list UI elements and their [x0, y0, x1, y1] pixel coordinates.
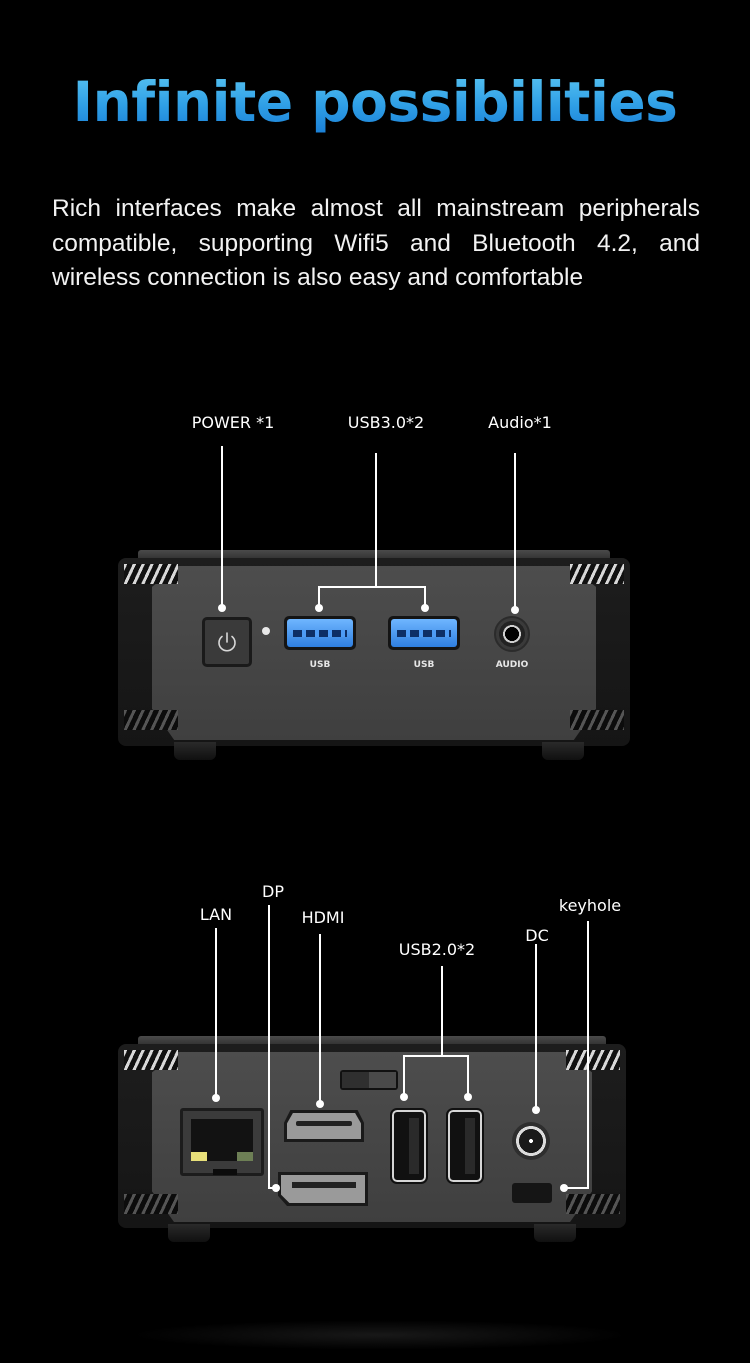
mini-pc-rear	[118, 1036, 626, 1242]
foot-right	[542, 742, 584, 760]
leader-keyhole-branch	[563, 1187, 589, 1189]
leader-dot-usb3-a	[315, 604, 323, 612]
dc-jack-icon	[512, 1122, 550, 1160]
vent-top-right	[566, 1050, 620, 1070]
leader-dot-dc	[532, 1106, 540, 1114]
usb2-port-1	[390, 1108, 428, 1184]
mini-pc-front: USB USB AUDIO	[118, 550, 630, 760]
callout-keyhole: keyhole	[558, 896, 622, 915]
audio-jack-icon	[494, 616, 530, 652]
power-led-icon	[262, 627, 270, 635]
leader-dot-usb2-b	[464, 1093, 472, 1101]
leader-audio	[514, 453, 516, 610]
page-title: Infinite possibilities	[0, 70, 750, 134]
vent-bottom-left	[124, 1194, 178, 1214]
keyhole-icon	[512, 1183, 552, 1203]
foot-left	[174, 742, 216, 760]
leader-dot-audio	[511, 606, 519, 614]
switch-icon	[340, 1070, 398, 1090]
leader-usb3-a	[318, 586, 320, 606]
port-label-usb-2: USB	[413, 660, 435, 670]
vent-bottom-left	[124, 710, 178, 730]
leader-usb3	[375, 453, 377, 588]
leader-dot-dp	[272, 1184, 280, 1192]
leader-usb3-b	[424, 586, 426, 606]
callout-power: POWER *1	[191, 413, 275, 432]
usb3-port-2	[388, 616, 460, 650]
feature-description: Rich interfaces make almost all mainstre…	[52, 195, 700, 291]
leader-dot-power	[218, 604, 226, 612]
leader-lan	[215, 928, 217, 1096]
callout-audio: Audio*1	[488, 413, 552, 432]
displayport-icon	[278, 1172, 368, 1206]
callout-dp: DP	[262, 882, 284, 901]
leader-usb2-a	[403, 1055, 405, 1097]
callout-dc: DC	[525, 926, 549, 945]
callout-usb3: USB3.0*2	[347, 413, 425, 432]
port-label-usb-1: USB	[309, 660, 331, 670]
leader-hdmi	[319, 934, 321, 1104]
leader-dot-hdmi	[316, 1100, 324, 1108]
power-icon	[218, 632, 236, 652]
leader-dc	[535, 944, 537, 1110]
leader-dot-usb2-a	[400, 1093, 408, 1101]
foot-left	[168, 1224, 210, 1242]
callout-usb2: USB2.0*2	[398, 940, 476, 959]
vent-top-left	[124, 564, 178, 584]
callout-lan: LAN	[199, 905, 233, 924]
hdmi-port-icon	[284, 1110, 364, 1142]
leader-dot-keyhole	[560, 1184, 568, 1192]
power-button[interactable]	[202, 617, 252, 667]
leader-dp	[268, 905, 270, 1189]
leader-usb3-branch	[318, 586, 426, 588]
vent-bottom-right	[570, 710, 624, 730]
leader-usb2	[441, 966, 443, 1056]
usb3-port-1	[284, 616, 356, 650]
leader-power	[221, 446, 223, 608]
lan-port-icon	[180, 1108, 264, 1176]
vent-top-left	[124, 1050, 178, 1070]
leader-usb2-branch	[403, 1055, 469, 1057]
foot-right	[534, 1224, 576, 1242]
leader-dot-usb3-b	[421, 604, 429, 612]
floor-reflection	[130, 1320, 630, 1350]
vent-bottom-right	[566, 1194, 620, 1214]
usb2-port-2	[446, 1108, 484, 1184]
leader-usb2-b	[467, 1055, 469, 1097]
vent-top-right	[570, 564, 624, 584]
callout-hdmi: HDMI	[301, 908, 345, 927]
port-label-audio: AUDIO	[495, 660, 529, 670]
leader-dot-lan	[212, 1094, 220, 1102]
leader-keyhole	[587, 921, 589, 1189]
